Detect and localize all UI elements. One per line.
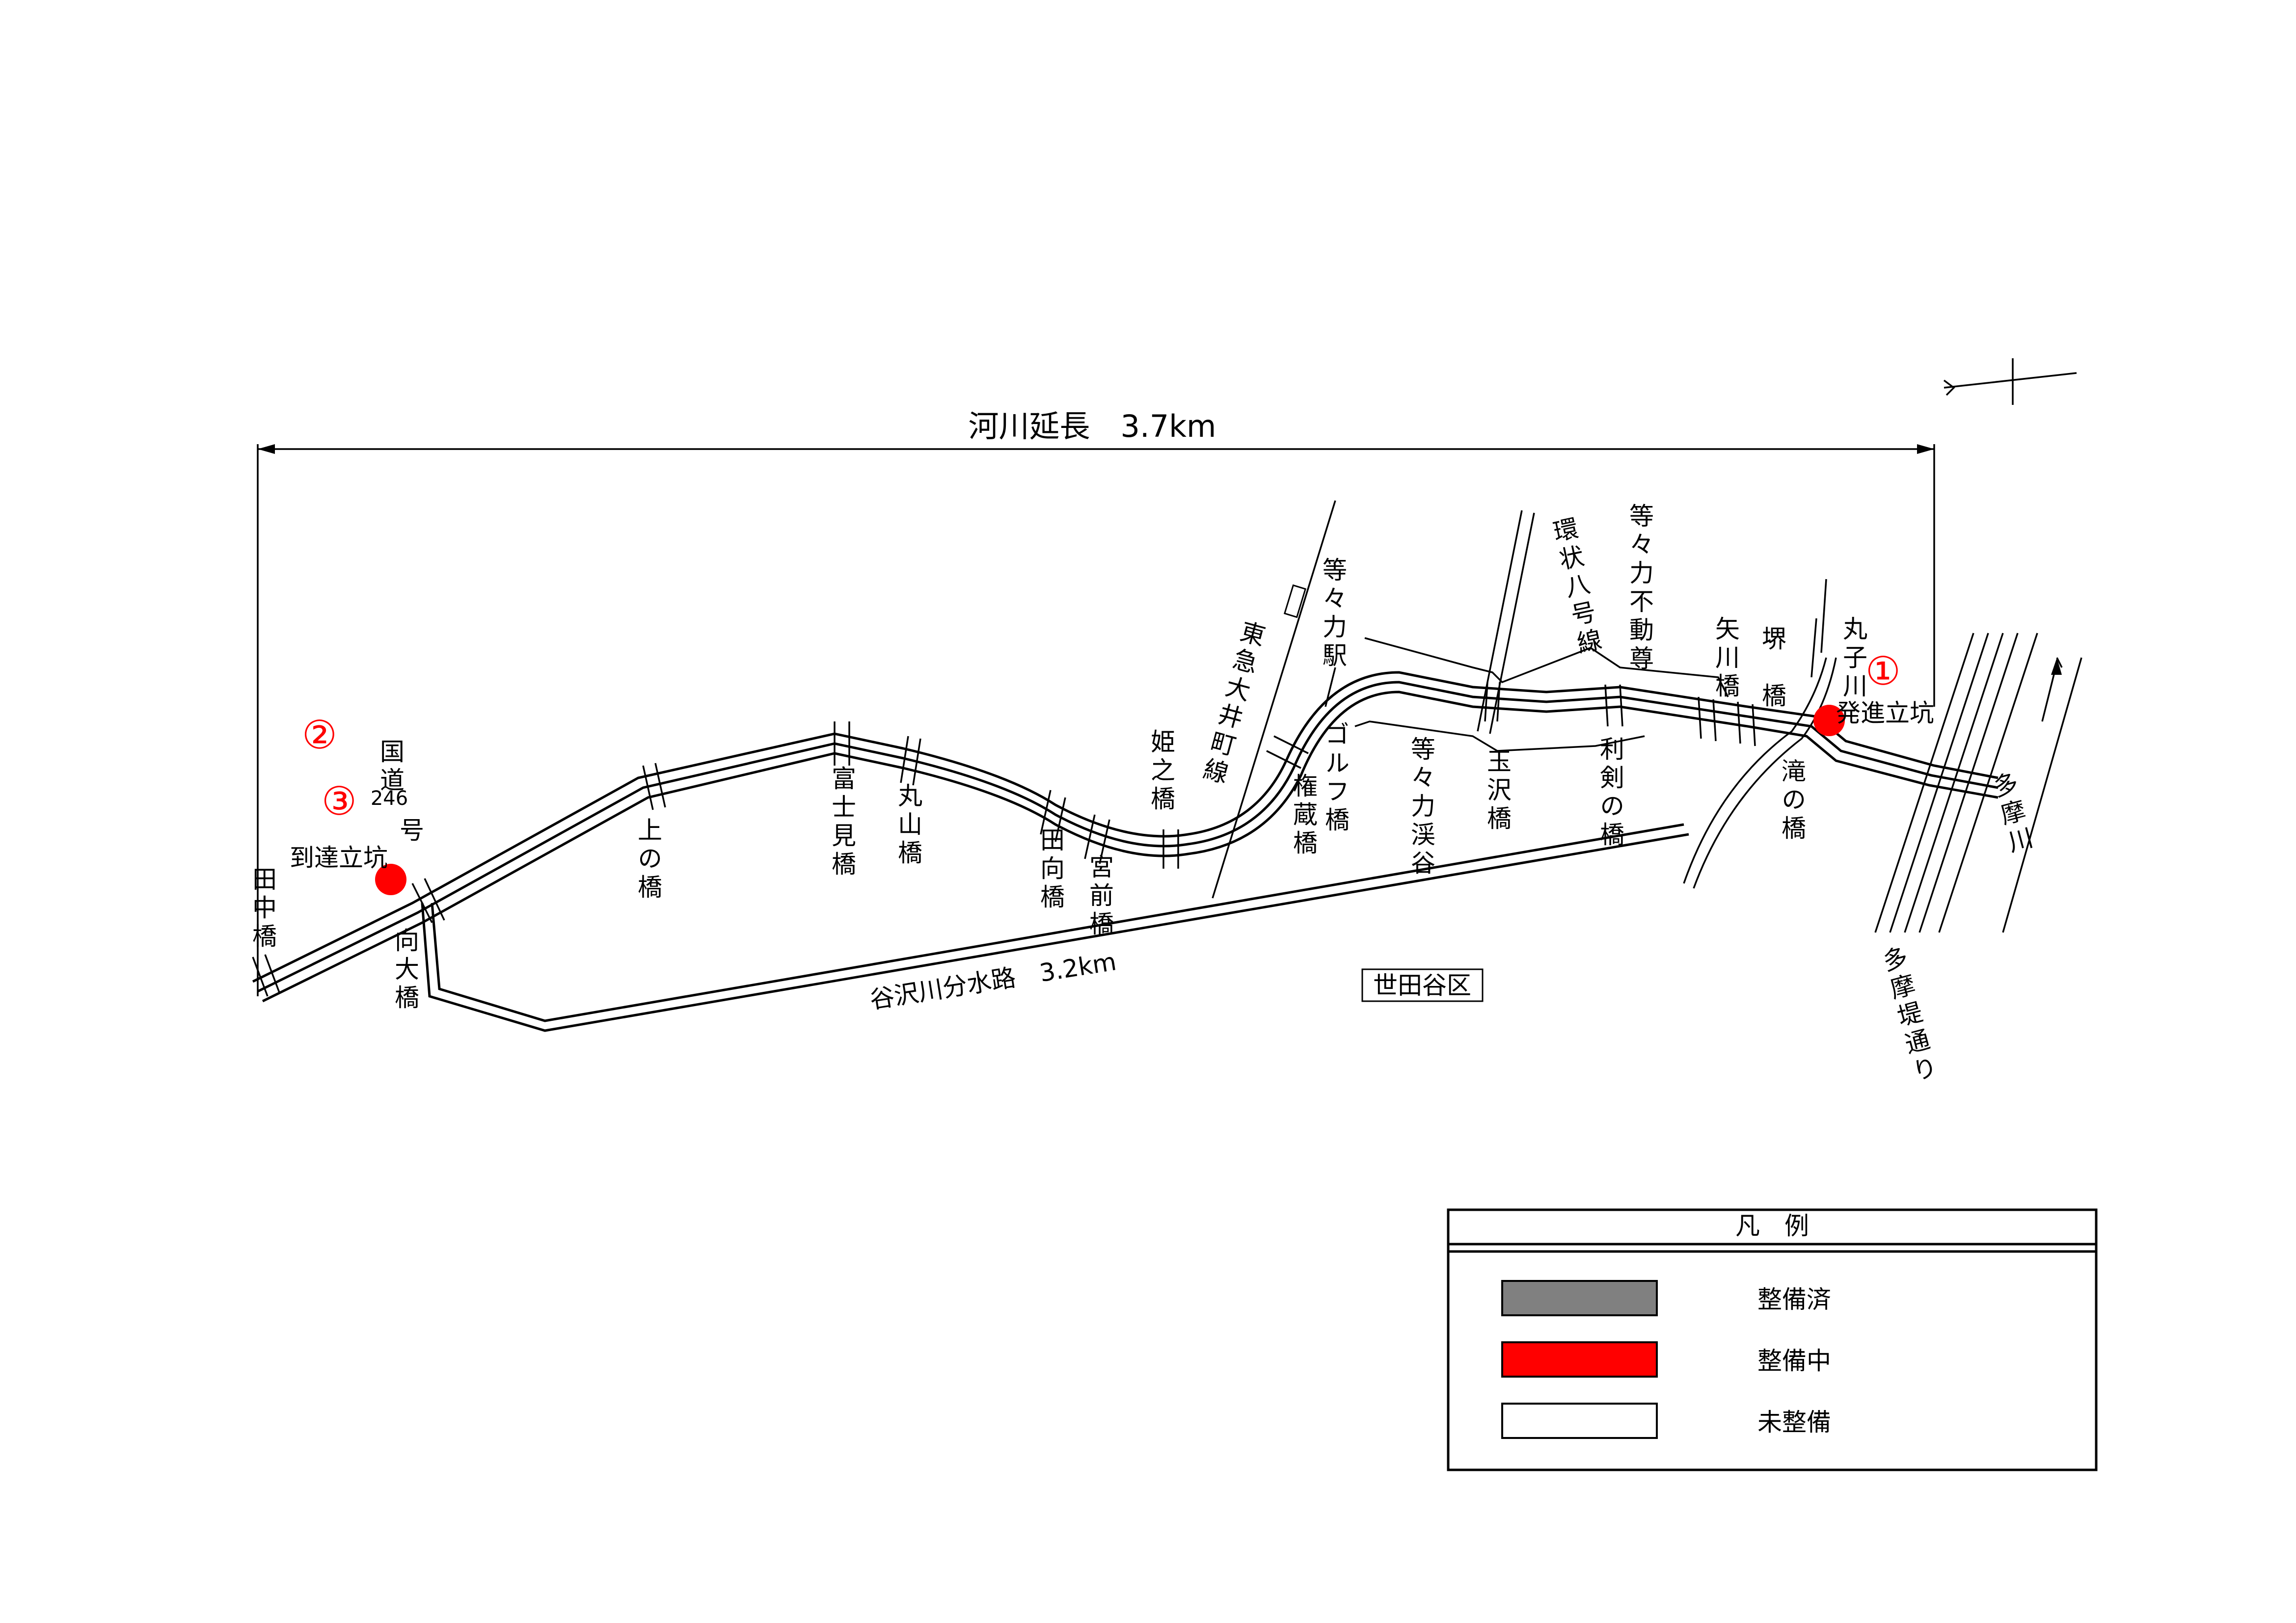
arrival-shaft-label: 到達立坑 <box>290 844 388 872</box>
kanpachi-label: 環状八号線 <box>1547 515 1605 660</box>
bridge-sakai: 堺 橋 <box>1758 626 1786 711</box>
legend-title: 凡 例 <box>1735 1212 1809 1240</box>
bridge-mukoo: 向大橋 <box>391 928 419 1013</box>
maruko-river <box>1683 579 1837 889</box>
bridge-gonzo: 権蔵橋 <box>1289 773 1318 858</box>
bridge-yagawa: 矢川橋 <box>1711 616 1740 701</box>
bridge-tamukai: 田向橋 <box>1036 827 1065 912</box>
railway-line <box>1212 500 1336 899</box>
district-box <box>1361 968 1484 1002</box>
tamatei-label: 多摩堤通り <box>1876 943 1941 1088</box>
tama-river-lines <box>1874 633 2082 933</box>
bridge-fujimi: 富士見橋 <box>828 766 856 879</box>
legend-label-none: 未整備 <box>1757 1408 1831 1437</box>
bridge-maruyama: 丸山橋 <box>894 783 922 868</box>
bridge-himenohashi: 姫之橋 <box>1147 729 1175 814</box>
legend: 凡 例 整備済 整備中 未整備 <box>1447 1208 2098 1471</box>
tama-river-label: 多摩川 <box>1987 769 2036 859</box>
arrival-shaft-marker <box>375 864 406 895</box>
departure-shaft-label: 発進立坑 <box>1836 699 1934 727</box>
maruko-river-label: 丸子川 <box>1839 616 1867 701</box>
bridge-miyamae: 宮前橋 <box>1085 854 1114 939</box>
route246-label: 国道 <box>376 739 405 796</box>
legend-swatch-done <box>1501 1280 1658 1316</box>
bridge-tamazawa: 玉沢橋 <box>1483 748 1512 834</box>
marker-3: ③ <box>322 778 357 824</box>
river-length-title: 河川延長 3.7km <box>969 408 1216 444</box>
railway-line-label: 東急大井町線 <box>1196 617 1268 789</box>
branch-channel-label: 谷沢川分水路 3.2km <box>868 947 1118 1014</box>
kanpachi-road <box>1477 510 1535 734</box>
district-label: 世田谷区 <box>1373 971 1471 1000</box>
legend-swatch-none <box>1501 1403 1658 1439</box>
bridge-marks <box>252 667 1756 997</box>
legend-label-done: 整備済 <box>1757 1285 1831 1314</box>
bridge-golf: ゴルフ橋 <box>1321 721 1350 835</box>
todoroki-valley-outline <box>1354 637 1729 752</box>
legend-swatch-inprogress <box>1501 1341 1658 1378</box>
yazawa-river-channel <box>252 671 1999 1003</box>
bridge-tanaka: 田中橋 <box>248 866 277 952</box>
route246-number: 246 <box>371 787 408 810</box>
marker-2: ② <box>302 712 337 758</box>
north-arrow-icon <box>1943 358 2077 405</box>
bridge-riken: 利剣の橋 <box>1596 736 1624 850</box>
route246-suffix: 号 <box>396 817 424 846</box>
todoroki-fudo-label: 等々力不動尊 <box>1625 503 1654 674</box>
legend-label-inprogress: 整備中 <box>1757 1347 1831 1375</box>
departure-shaft-marker <box>1813 705 1845 736</box>
branch-channel <box>421 823 1689 1032</box>
bridge-kaminohashi: 上の橋 <box>634 817 662 903</box>
bridge-takinohashi: 滝の橋 <box>1778 758 1806 844</box>
marker-1: ① <box>1865 648 1901 694</box>
station-label: 等々力駅 <box>1319 557 1347 671</box>
river-length-dimension <box>257 444 1935 996</box>
todoroki-keikoku-label: 等々力渓谷 <box>1407 736 1435 878</box>
